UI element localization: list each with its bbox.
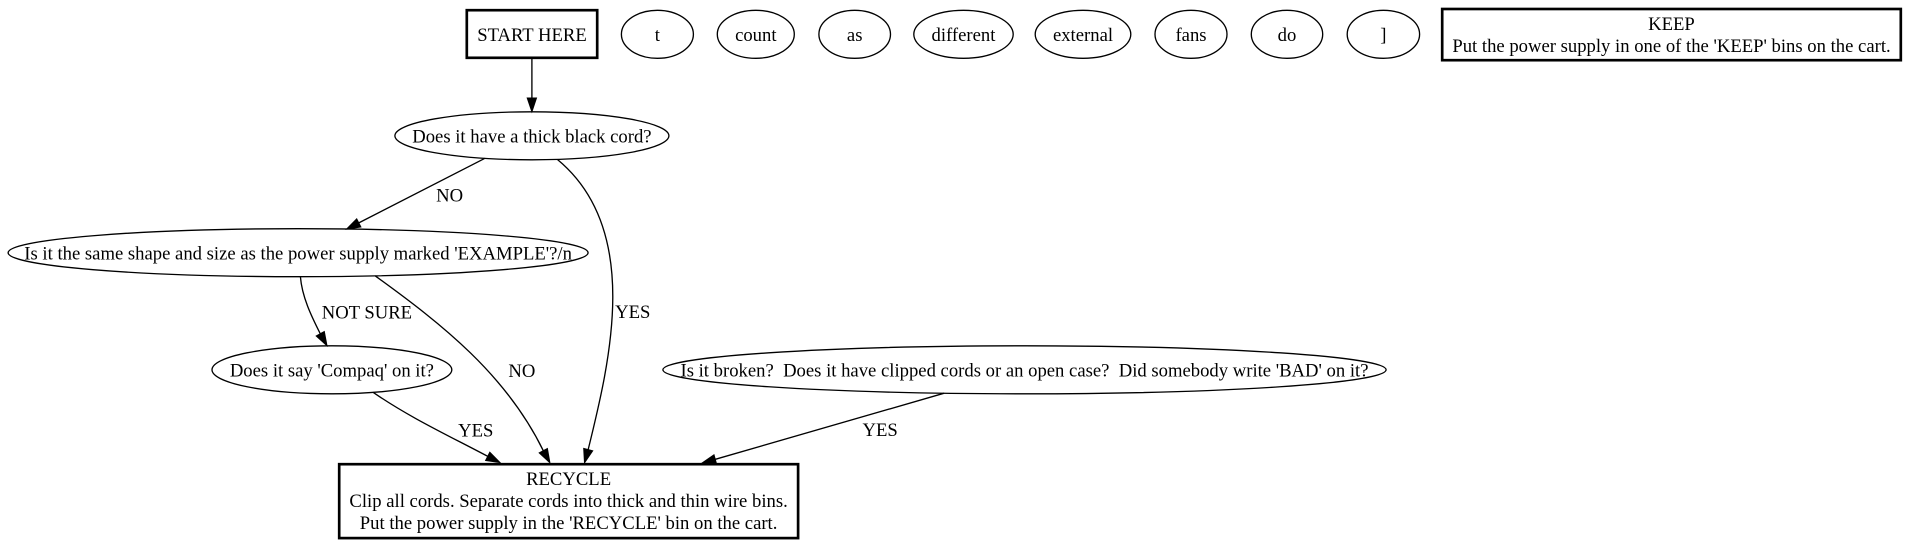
svg-text:Clip all cords. Separate cords: Clip all cords. Separate cords into thic… [349,491,787,512]
svg-text:fans: fans [1175,25,1206,46]
svg-text:Does it have a thick black cor: Does it have a thick black cord? [412,126,651,147]
svg-text:YES: YES [862,420,897,441]
svg-text:Put the power supply in one of: Put the power supply in one of the 'KEEP… [1452,36,1890,57]
svg-text:Is it broken? Does it have cl: Is it broken? Does it have clipped cords… [680,360,1368,381]
svg-text:count: count [735,25,777,46]
svg-text:RECYCLE: RECYCLE [526,469,611,490]
svg-text:NO: NO [436,185,463,206]
svg-text:Put the power supply in the 'R: Put the power supply in the 'RECYCLE' bi… [360,513,778,534]
svg-text:t: t [655,25,661,46]
svg-text:do: do [1278,25,1297,46]
svg-text:different: different [932,25,997,46]
svg-text:]: ] [1380,25,1386,46]
svg-text:NO: NO [508,361,535,382]
svg-text:NOT SURE: NOT SURE [322,302,412,323]
svg-text:as: as [847,25,863,46]
svg-text:Does it say 'Compaq' on it?: Does it say 'Compaq' on it? [230,360,434,381]
svg-text:external: external [1053,25,1113,46]
svg-text:YES: YES [615,302,650,323]
svg-text:YES: YES [458,420,493,441]
svg-text:START HERE: START HERE [477,25,587,46]
svg-text:KEEP: KEEP [1648,14,1695,35]
svg-text:Is it the same shape and size: Is it the same shape and size as the pow… [24,243,572,264]
